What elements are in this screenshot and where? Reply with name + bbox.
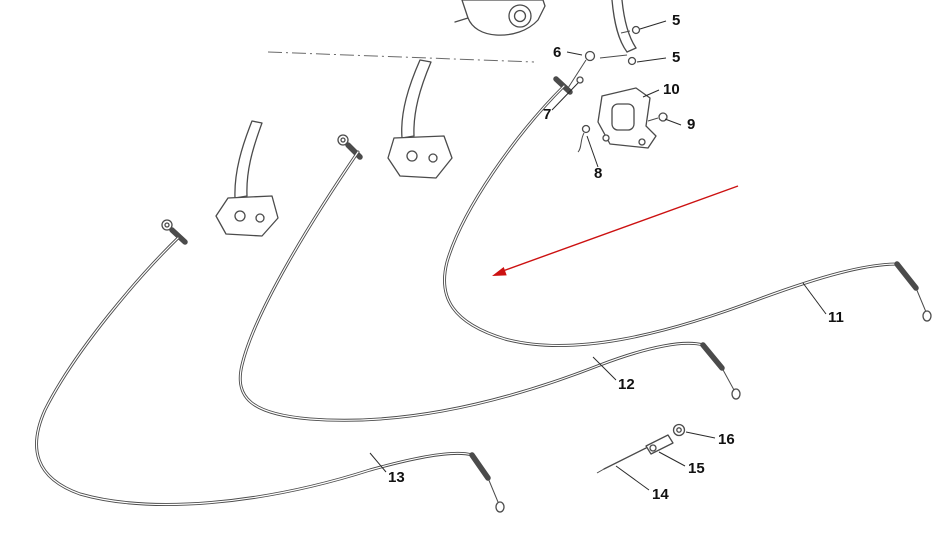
cable-11-end-tail — [915, 287, 927, 313]
cable-13 — [35, 219, 505, 513]
part-label-11: 11 — [828, 309, 844, 326]
leader-5a — [639, 20, 667, 30]
part-label-9: 9 — [687, 116, 695, 133]
leader-13 — [369, 452, 387, 473]
part-label-12: 12 — [618, 376, 635, 393]
lever-left-arm — [234, 120, 263, 199]
rod-end — [626, 47, 637, 53]
lever-left-hole-1 — [234, 210, 246, 222]
lever-center-bracket — [387, 135, 453, 179]
cable-12-eyelet-bore — [340, 137, 346, 143]
part-labels: 5 6 5 10 7 9 8 11 12 13 16 15 14 — [388, 12, 844, 503]
upper-lever-rod — [599, 0, 637, 59]
part-label-5a: 5 — [672, 12, 680, 29]
leader-11 — [802, 282, 827, 315]
cable-12-end-ball — [731, 388, 741, 400]
bracket-slot — [611, 103, 635, 131]
cable-12-end-tail — [721, 367, 735, 391]
rod-14-tail — [596, 468, 605, 474]
part-label-8: 8 — [594, 165, 602, 182]
cable-12-end-barrel — [700, 342, 725, 371]
part-label-10: 10 — [663, 81, 680, 98]
cable-12 — [238, 134, 741, 422]
cable-13-path-highlight — [36, 237, 473, 506]
part-label-13: 13 — [388, 469, 405, 486]
centerline — [267, 51, 535, 63]
leader-lines — [369, 20, 827, 491]
red-arrow-line — [499, 185, 739, 273]
part-label-6: 6 — [553, 44, 561, 61]
cable-13-end-barrel — [469, 452, 491, 481]
locknut-7-icon — [576, 76, 584, 84]
leader-6 — [566, 51, 583, 56]
leader-12 — [592, 356, 617, 381]
lever-center — [387, 59, 453, 179]
lever-left-bracket — [215, 195, 279, 237]
pedal-base-edge — [454, 17, 469, 23]
bracket-hole-left — [602, 134, 610, 142]
rod-edge-right — [621, 0, 637, 49]
bolt-9-shank — [647, 117, 659, 122]
part-label-5b: 5 — [672, 49, 680, 66]
lever-center-hole-2 — [428, 153, 438, 163]
linkage-rod — [599, 54, 628, 59]
nut-5b-icon — [627, 56, 637, 66]
pedal-assembly-top — [454, 0, 546, 36]
cable-13-end-tail — [487, 477, 499, 503]
part-label-15: 15 — [688, 460, 705, 477]
red-arrow-head-icon — [492, 267, 507, 276]
cable-13-path — [35, 236, 474, 506]
small-parts-assembly — [596, 423, 686, 474]
part-label-7: 7 — [543, 106, 551, 123]
part-label-14: 14 — [652, 486, 669, 503]
leader-16 — [685, 431, 716, 439]
bolt-5a-shank — [620, 30, 631, 34]
cable-11-path-highlight — [443, 85, 898, 347]
part-label-16: 16 — [718, 431, 735, 448]
cable-11-end-barrel — [894, 261, 919, 291]
leader-8 — [586, 135, 599, 168]
eyelet-16-bore — [676, 427, 682, 433]
rod-14 — [603, 447, 647, 470]
clip-8-icon — [581, 124, 591, 134]
cable-11-end-ball — [922, 310, 932, 322]
cable-13-end-ball — [495, 501, 505, 513]
pedal-collar-bore — [513, 9, 527, 23]
clevis-6-icon — [584, 50, 596, 62]
cable-11 — [442, 76, 932, 348]
leader-10 — [642, 89, 660, 98]
cable-11-path — [442, 84, 899, 348]
link-15 — [645, 434, 674, 455]
bracket-hole-right — [638, 138, 646, 146]
red-arrow — [492, 185, 739, 276]
pedal-base-outline — [461, 0, 546, 36]
bolt-5a-icon — [631, 25, 641, 35]
leader-15 — [658, 451, 686, 467]
leader-9 — [664, 118, 682, 126]
lever-center-arm — [401, 59, 432, 139]
link-15-bolt — [649, 444, 657, 452]
clip-8-tail — [577, 132, 585, 153]
lever-left-hole-2 — [255, 213, 265, 223]
cable-13-top-barrel — [169, 227, 188, 245]
cable-12-path-highlight — [239, 151, 704, 421]
cable-13-eyelet-bore — [164, 222, 170, 228]
lever-left — [215, 120, 279, 237]
leader-7 — [551, 82, 579, 111]
lever-center-hole-1 — [406, 150, 418, 162]
leader-14 — [615, 465, 650, 491]
bracket-assembly — [567, 25, 668, 153]
rod-edge-left — [611, 0, 628, 53]
cable-12-top-barrel — [345, 142, 363, 160]
leader-5b — [636, 57, 667, 63]
threaded-rod-7 — [567, 59, 587, 89]
